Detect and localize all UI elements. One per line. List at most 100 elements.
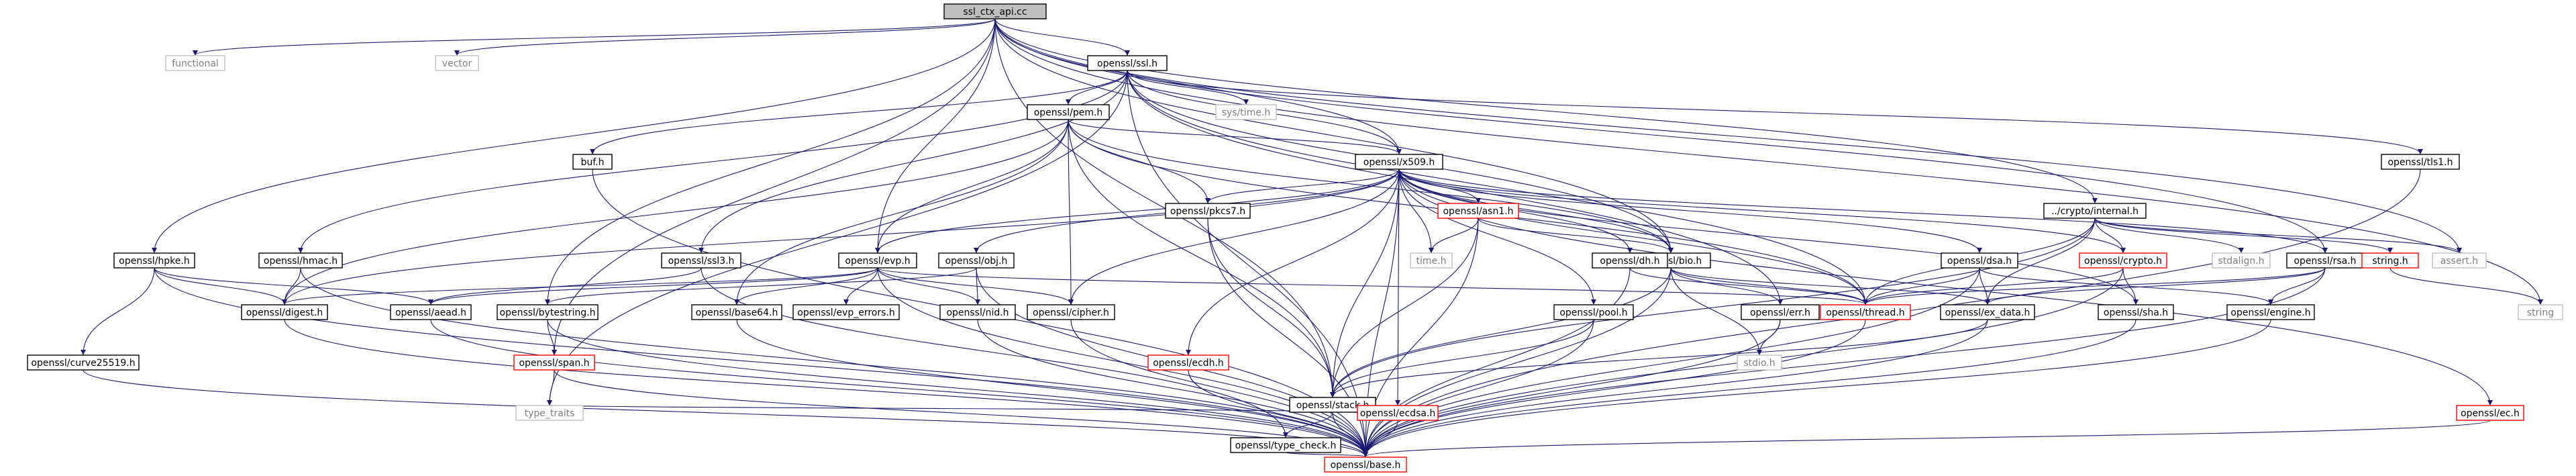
node-curve25519-h[interactable]: openssl/curve25519.h: [27, 354, 140, 371]
include-edge-bio_h-to-err_h: [1670, 267, 1783, 305]
include-edge-pem_h-to-digest_h: [282, 119, 1069, 305]
node-box: [27, 354, 140, 371]
node-label: openssl/base.h: [1331, 460, 1401, 471]
include-edge-stack_h-to-type_traits: [548, 404, 1333, 413]
node-digest-h[interactable]: openssl/digest.h: [241, 304, 328, 320]
node-box: [258, 252, 343, 269]
node-pkcs7-h[interactable]: openssl/pkcs7.h: [1165, 203, 1251, 219]
node-box: [241, 304, 328, 320]
node-tls1-h[interactable]: openssl/tls1.h: [2381, 154, 2460, 170]
include-edge-hpke_h-to-digest_h: [154, 267, 287, 305]
include-edge-pem_h-to-base64_h: [734, 119, 1069, 305]
node-aead-h[interactable]: openssl/aead.h: [390, 304, 472, 320]
node-ssl-h[interactable]: openssl/ssl.h: [1087, 55, 1168, 71]
node-box: [2043, 203, 2147, 219]
node-stack-h[interactable]: openssl/stack.h: [1289, 397, 1376, 413]
node-box: [1741, 304, 1820, 320]
include-edge-pool_h-to-stack_h: [1330, 319, 1594, 397]
include-edge-root-to-hpke_h: [152, 18, 996, 253]
node-x509-h[interactable]: openssl/x509.h: [1355, 154, 1443, 170]
node-label: openssl/tls1.h: [2387, 157, 2453, 168]
include-edge-sha_h-to-base_h: [1363, 319, 2136, 457]
node-hpke-h[interactable]: openssl/hpke.h: [113, 252, 195, 269]
node-label: openssl/ssl.h: [1097, 58, 1157, 69]
node-sha-h[interactable]: openssl/sha.h: [2098, 304, 2174, 320]
include-edge-aead_h-to-base_h: [430, 319, 1368, 457]
node-label: openssl/dsa.h: [1947, 256, 2012, 267]
node-engine-h[interactable]: openssl/engine.h: [2226, 304, 2315, 320]
node-cipher-h[interactable]: openssl/cipher.h: [1027, 304, 1115, 320]
node-label: openssl/obj.h: [945, 256, 1008, 267]
node-err-h[interactable]: openssl/err.h: [1741, 304, 1820, 320]
node-rsa-h[interactable]: openssl/rsa.h: [2286, 252, 2364, 269]
include-edge-ex_data_h-to-base_h: [1363, 319, 1988, 457]
include-edge-bytestring_h-to-span_h: [547, 319, 557, 355]
node-label: openssl/bytestring.h: [500, 307, 596, 318]
node-box: [1357, 405, 1439, 421]
node-hmac-h[interactable]: openssl/hmac.h: [258, 252, 343, 269]
node-box: [1355, 154, 1443, 170]
node-ecdh-h[interactable]: openssl/ecdh.h: [1147, 354, 1229, 371]
node-type-check-h[interactable]: openssl/type_check.h: [1230, 437, 1341, 453]
include-edge-root-to-rsa_h: [994, 18, 2328, 253]
node-span-h[interactable]: openssl/span.h: [513, 354, 595, 371]
node-box: [1592, 252, 1668, 269]
include-edge-rsa_h-to-ex_data_h: [1985, 267, 2326, 305]
node-box: [1553, 304, 1634, 320]
node-evp-errors-h[interactable]: openssl/evp_errors.h: [792, 304, 900, 320]
node-box: [1027, 304, 1115, 320]
node-box: [1147, 354, 1229, 371]
node-bytestring-h[interactable]: openssl/bytestring.h: [497, 304, 599, 320]
node-dsa-h[interactable]: openssl/dsa.h: [1941, 252, 2018, 269]
node-ssl3-h[interactable]: openssl/ssl3.h: [661, 252, 741, 269]
node-asn1-h[interactable]: openssl/asn1.h: [1437, 203, 1519, 219]
node-box: [513, 354, 595, 371]
node-box: [1324, 457, 1407, 473]
node-crypto-internal-h[interactable]: ../crypto/internal.h: [2043, 203, 2147, 219]
node-label: stdio.h: [1743, 358, 1775, 369]
include-edge-evp_h-to-nid_h: [877, 267, 980, 305]
node-dh-h[interactable]: openssl/dh.h: [1592, 252, 1668, 269]
node-crypto-h[interactable]: openssl/crypto.h: [2079, 252, 2167, 269]
node-evp-h[interactable]: openssl/evp.h: [838, 252, 917, 269]
node-ec-h[interactable]: openssl/ec.h: [2456, 405, 2524, 421]
node-pem-h[interactable]: openssl/pem.h: [1027, 104, 1110, 120]
include-edge-root-to-stack_h: [994, 18, 1335, 397]
node-nid-h[interactable]: openssl/nid.h: [939, 304, 1016, 320]
node-base-h[interactable]: openssl/base.h: [1324, 457, 1407, 473]
include-edge-crypto_internal_h-to-ex_data_h: [1985, 218, 2096, 305]
include-edge-bio_h-to-ex_data_h: [1670, 267, 1990, 305]
node-ex-data-h[interactable]: openssl/ex_data.h: [1940, 304, 2035, 320]
dependency-edges: [81, 18, 2543, 457]
node-pool-h[interactable]: openssl/pool.h: [1553, 304, 1634, 320]
include-edge-crypto_internal_h-to-crypto_h: [2094, 218, 2126, 253]
include-edge-x509_h-to-time_h: [1398, 169, 1434, 253]
node-base64-h[interactable]: openssl/base64.h: [691, 304, 782, 320]
node-string-h[interactable]: string.h: [2361, 252, 2419, 269]
node-stdio-h: stdio.h: [1737, 354, 1782, 371]
include-edge-hpke_h-to-base_h: [154, 267, 1368, 457]
node-label: openssl/cipher.h: [1033, 307, 1109, 318]
node-thread-h[interactable]: openssl/thread.h: [1820, 304, 1911, 320]
node-label: time.h: [1416, 256, 1447, 267]
node-label: openssl/evp.h: [845, 256, 910, 267]
node-label: openssl/thread.h: [1826, 307, 1904, 318]
include-edge-bio_h-to-base_h: [1363, 267, 1671, 457]
node-box: [2079, 252, 2167, 269]
node-label: functional: [172, 58, 219, 69]
node-obj-h[interactable]: openssl/obj.h: [938, 252, 1015, 269]
include-edge-ssl_h-to-pem_h: [1066, 70, 1128, 105]
node-box: [938, 252, 1015, 269]
node-buf-h[interactable]: buf.h: [572, 154, 613, 170]
include-edge-hmac_h-to-base_h: [300, 267, 1368, 457]
node-label: openssl/crypto.h: [2084, 256, 2162, 267]
node-root[interactable]: ssl_ctx_api.cc: [943, 3, 1047, 19]
node-label: openssl/nid.h: [946, 307, 1009, 318]
include-edge-pem_h-to-cipher_h: [1068, 119, 1074, 305]
node-label: openssl/hpke.h: [119, 256, 189, 267]
node-label: assert.h: [2440, 256, 2478, 267]
node-label: openssl/ec.h: [2461, 408, 2520, 419]
node-box: [1437, 203, 1519, 219]
include-edge-ec_h-to-base_h: [1363, 420, 2491, 457]
node-ecdsa-h[interactable]: openssl/ecdsa.h: [1357, 405, 1439, 421]
